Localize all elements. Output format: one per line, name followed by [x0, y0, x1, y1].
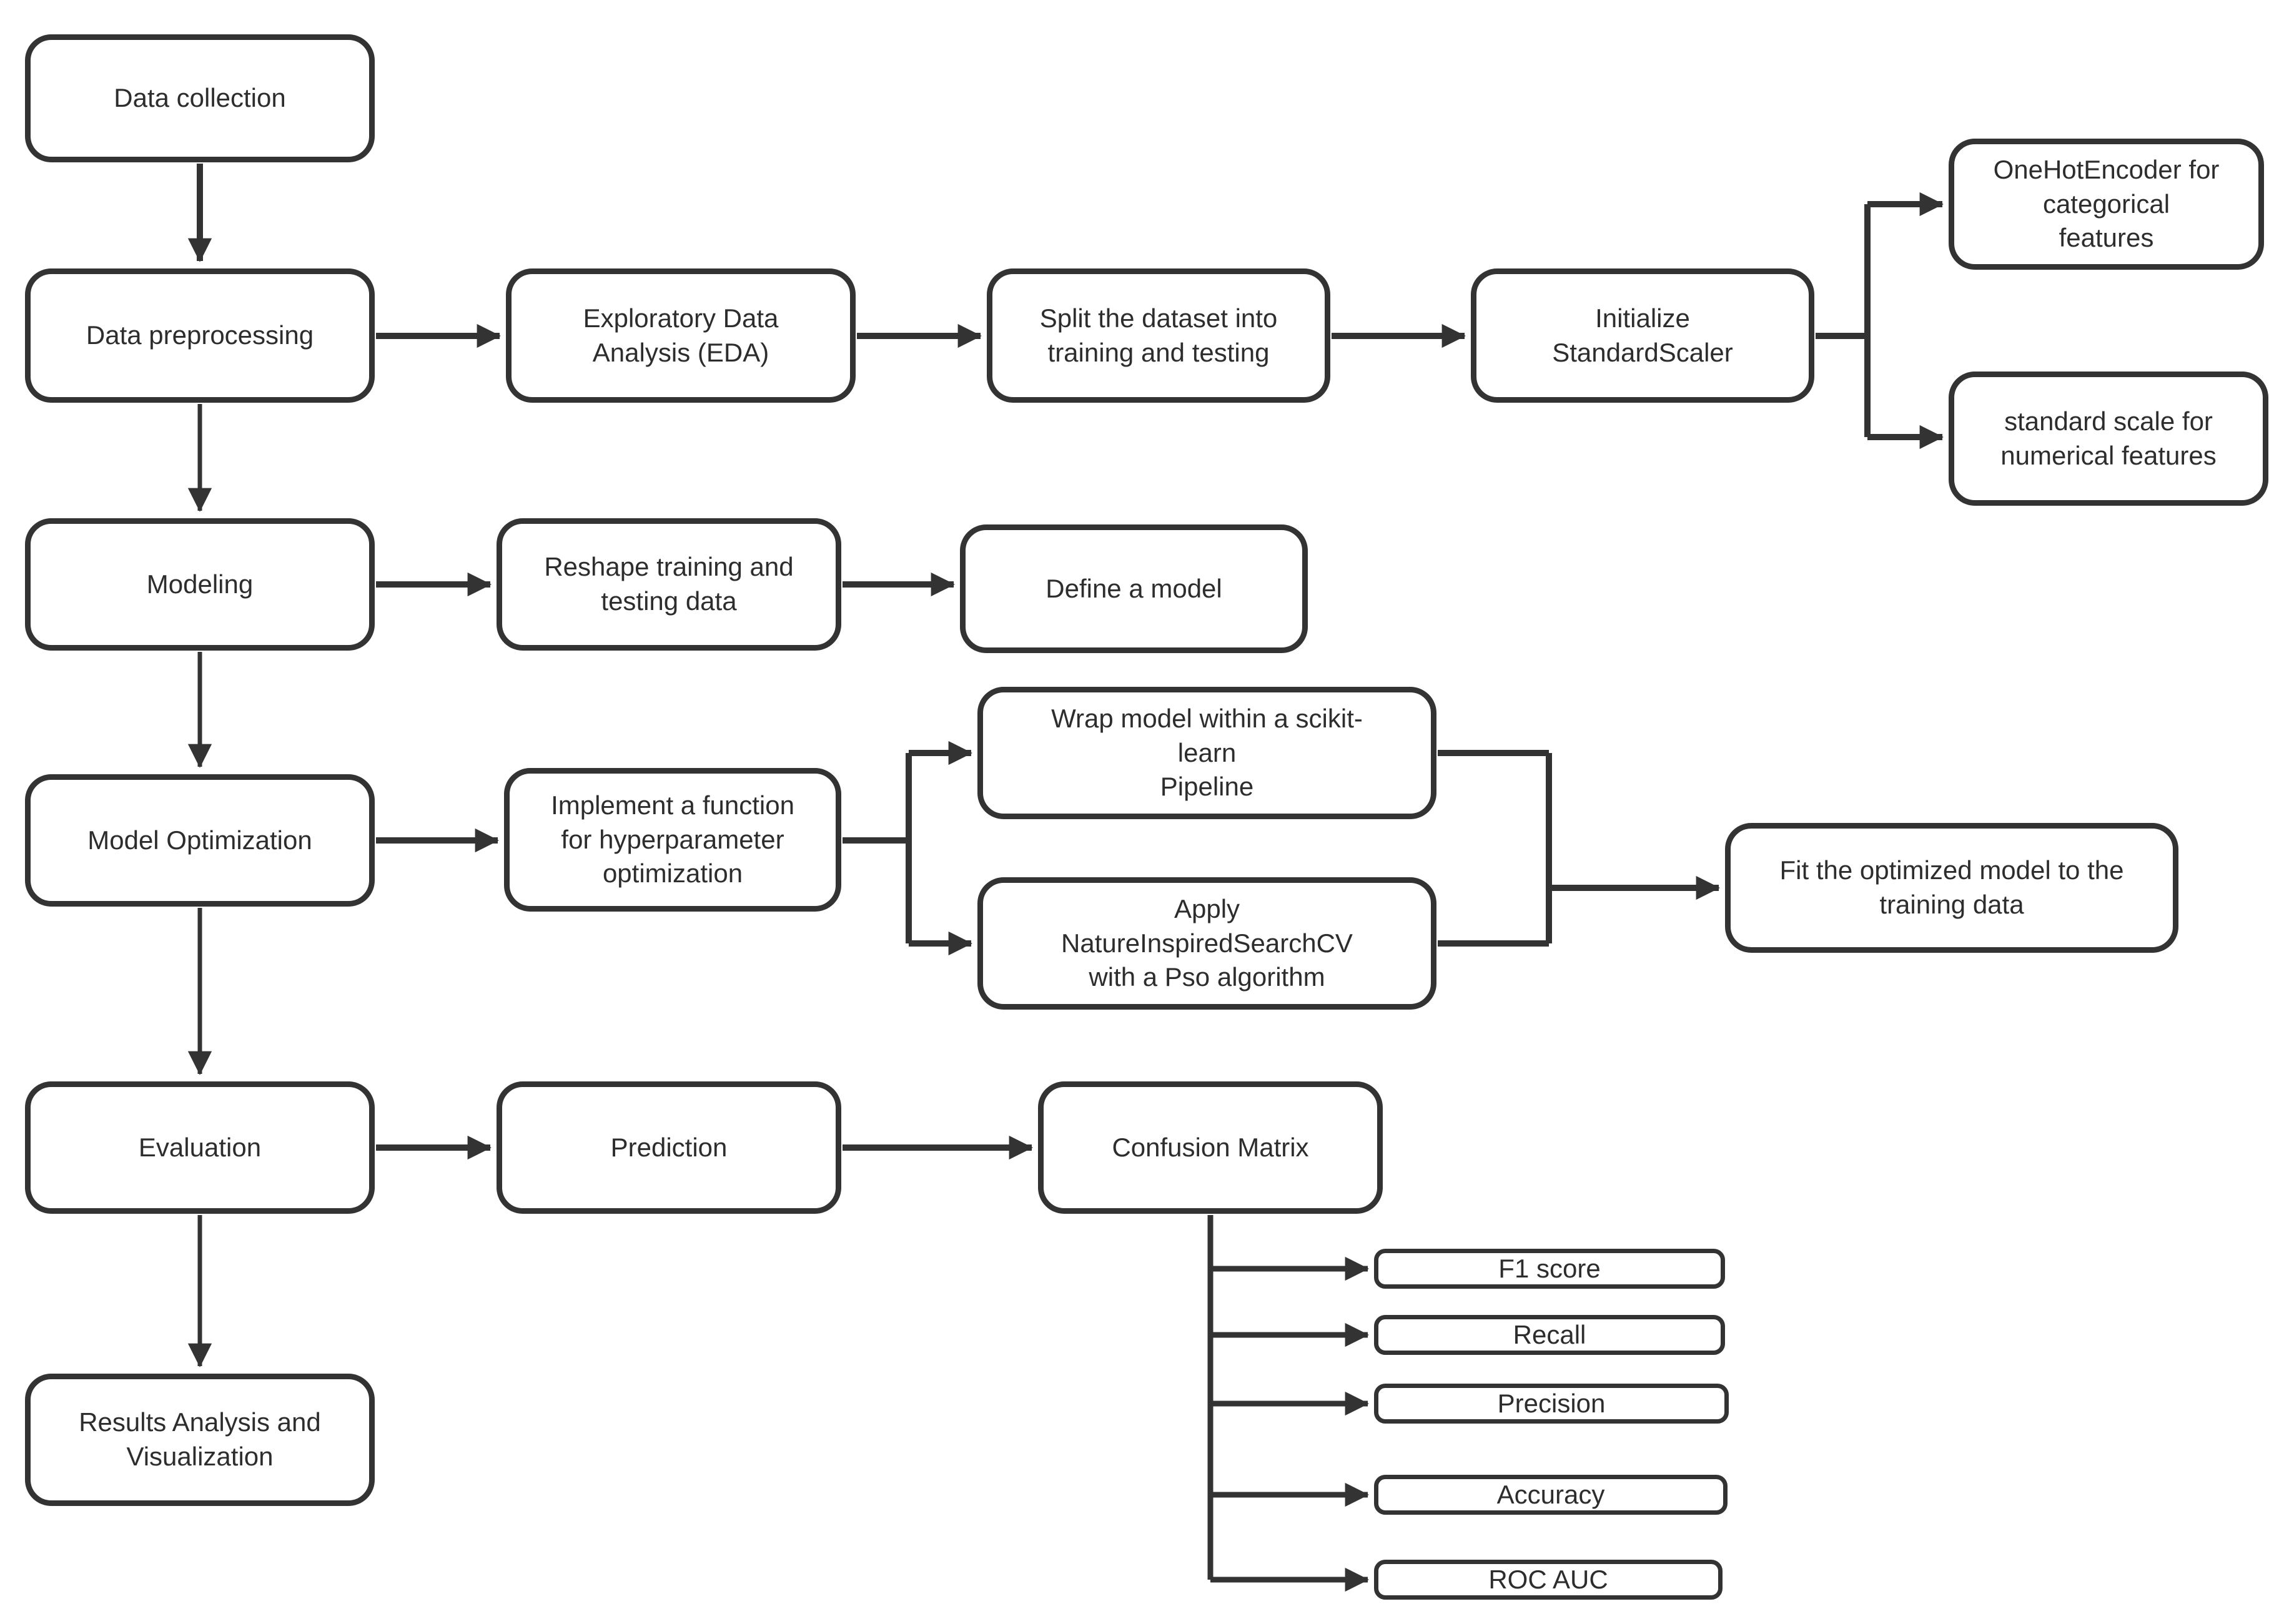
node-fit-model: Fit the optimized model to the training … — [1725, 823, 2178, 953]
node-define-model: Define a model — [960, 524, 1308, 653]
edge-initscaler-branch-trunk — [1816, 204, 1871, 437]
node-f1-score: F1 score — [1374, 1249, 1725, 1289]
node-model-optimization: Model Optimization — [25, 774, 375, 907]
node-initialize-standardscaler: Initialize StandardScaler — [1471, 268, 1814, 403]
node-confusion-matrix: Confusion Matrix — [1038, 1081, 1383, 1214]
edge-implement-branch-trunk — [843, 753, 912, 943]
node-modeling: Modeling — [25, 518, 375, 651]
edge-merge-trunk — [1438, 750, 1552, 947]
node-recall: Recall — [1374, 1315, 1725, 1355]
node-roc-auc: ROC AUC — [1374, 1560, 1723, 1600]
node-onehot-encoder: OneHotEncoder for categorical features — [1949, 139, 2264, 270]
node-data-collection: Data collection — [25, 34, 375, 162]
node-implement-function: Implement a function for hyperparameter … — [504, 768, 841, 912]
node-data-preprocessing: Data preprocessing — [25, 268, 375, 403]
node-precision: Precision — [1374, 1384, 1729, 1424]
node-accuracy: Accuracy — [1374, 1475, 1728, 1515]
node-wrap-pipeline: Wrap model within a scikit- learn Pipeli… — [977, 687, 1436, 819]
node-prediction: Prediction — [497, 1081, 841, 1214]
node-apply-searchcv: Apply NatureInspiredSearchCV with a Pso … — [977, 877, 1436, 1010]
node-eda: Exploratory Data Analysis (EDA) — [506, 268, 856, 403]
node-split-dataset: Split the dataset into training and test… — [987, 268, 1330, 403]
node-results-analysis: Results Analysis and Visualization — [25, 1374, 375, 1506]
node-standard-scale: standard scale for numerical features — [1949, 372, 2268, 506]
node-evaluation: Evaluation — [25, 1081, 375, 1214]
node-reshape-data: Reshape training and testing data — [497, 518, 841, 651]
